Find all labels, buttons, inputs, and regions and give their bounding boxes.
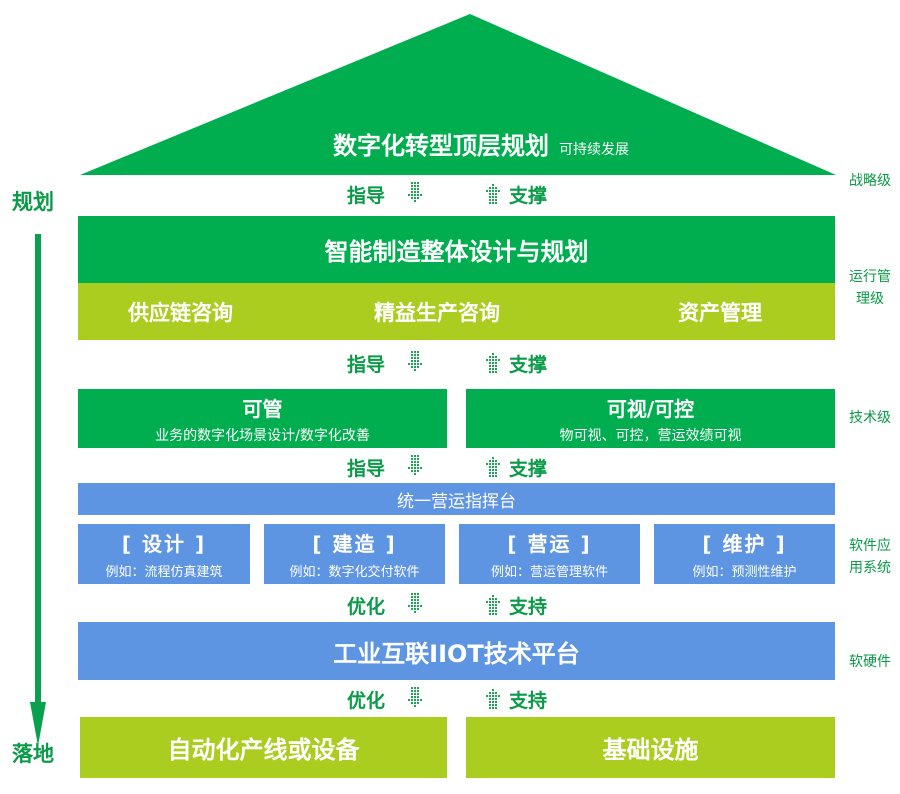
dotted-up-arrow-icon <box>485 352 501 374</box>
command-center-bar: 统一营运指挥台 <box>78 483 835 515</box>
connector-left-label: 指导 <box>347 353 386 376</box>
software-box-build: [ 建造 ] 例如：数字化交付软件 <box>264 524 445 584</box>
connector-left-label: 指导 <box>347 457 386 480</box>
connector-row: 优化 支持 <box>330 684 570 714</box>
software-box-desc: 例如：营运管理软件 <box>490 565 608 580</box>
foundation-box-title: 自动化产线或设备 <box>167 736 360 764</box>
tech-box-title: 可视/可控 <box>606 396 695 421</box>
foundation-box-infrastructure: 基础设施 <box>466 717 835 778</box>
dotted-up-arrow-icon <box>485 688 501 710</box>
roof-triangle <box>80 14 836 175</box>
software-box-title: [ 营运 ] <box>507 532 592 556</box>
connector-left-label: 指导 <box>347 184 386 207</box>
level-label-line: 运行管 <box>849 269 891 285</box>
tech-box-title: 可管 <box>242 396 283 421</box>
tech-box-manageable: 可管 业务的数字化场景设计/数字化改善 <box>78 389 447 448</box>
dotted-down-arrow-icon <box>407 592 423 614</box>
dotted-down-arrow-icon <box>407 350 423 372</box>
level-label-technology: 技术级 <box>849 410 891 426</box>
connector-row: 优化 支持 <box>330 590 570 620</box>
operations-items-row: 供应链咨询 精益生产咨询 资产管理 <box>78 283 835 340</box>
operations-title: 智能制造整体设计与规划 <box>324 238 589 266</box>
connector-right-label: 支撑 <box>509 184 548 207</box>
software-box-title: [ 设计 ] <box>121 532 207 556</box>
foundation-box-title: 基础设施 <box>602 736 699 764</box>
operations-item: 供应链咨询 <box>128 301 233 325</box>
level-label-strategy: 战略级 <box>849 173 891 189</box>
software-box-title: [ 建造 ] <box>312 532 397 556</box>
dotted-down-arrow-icon <box>407 181 423 203</box>
operations-item: 精益生产咨询 <box>374 301 500 325</box>
level-label-line: 软件应 <box>849 538 891 554</box>
tech-box-desc: 业务的数字化场景设计/数字化改善 <box>155 427 370 444</box>
left-label-implement: 落地 <box>12 742 54 766</box>
level-label-software: 软件应 用系统 <box>840 535 900 579</box>
connector-row: 指导 支撑 <box>330 452 570 482</box>
dotted-up-arrow-icon <box>485 456 501 478</box>
level-label-line: 用系统 <box>849 560 891 576</box>
command-center-title: 统一营运指挥台 <box>397 491 516 512</box>
tech-box-visible-controllable: 可视/可控 物可视、可控，营运效绩可视 <box>466 389 835 448</box>
software-box-operate: [ 营运 ] 例如：营运管理软件 <box>459 524 640 584</box>
level-label-hardware: 软硬件 <box>849 654 891 670</box>
software-box-desc: 例如：数字化交付软件 <box>289 565 420 580</box>
software-box-maintain: [ 维护 ] 例如：预测性维护 <box>654 524 835 584</box>
software-box-desc: 例如：流程仿真建筑 <box>105 565 223 580</box>
operations-item: 资产管理 <box>678 301 762 325</box>
connector-right-label: 支持 <box>509 689 548 712</box>
roof-subtitle: 可持续发展 <box>559 142 629 158</box>
iiot-platform-title: 工业互联IIOT技术平台 <box>333 639 580 668</box>
connector-left-label: 优化 <box>347 689 386 712</box>
operations-title-box: 智能制造整体设计与规划 <box>78 216 835 283</box>
left-label-plan: 规划 <box>12 190 54 214</box>
dotted-up-arrow-icon <box>485 594 501 616</box>
dotted-down-arrow-icon <box>407 454 423 476</box>
roof-title: 数字化转型顶层规划可持续发展 <box>333 126 629 161</box>
software-box-design: [ 设计 ] 例如：流程仿真建筑 <box>78 524 250 584</box>
connector-row: 指导 支撑 <box>330 348 570 378</box>
connector-right-label: 支撑 <box>509 457 548 480</box>
level-label-operations: 运行管 理级 <box>840 266 900 310</box>
connector-row: 指导 支撑 <box>330 179 570 209</box>
connector-right-label: 支持 <box>509 595 548 618</box>
software-box-title: [ 维护 ] <box>702 532 787 556</box>
level-label-line: 理级 <box>856 291 884 307</box>
foundation-box-automation: 自动化产线或设备 <box>80 717 447 778</box>
roof-title-text: 数字化转型顶层规划 <box>333 132 549 160</box>
software-box-desc: 例如：预测性维护 <box>692 565 797 580</box>
dotted-down-arrow-icon <box>407 686 423 708</box>
dotted-up-arrow-icon <box>485 183 501 205</box>
down-arrow-icon <box>30 234 46 746</box>
iiot-platform-bar: 工业互联IIOT技术平台 <box>78 622 835 680</box>
tech-box-desc: 物可视、可控，营运效绩可视 <box>559 427 742 444</box>
connector-right-label: 支撑 <box>509 353 548 376</box>
connector-left-label: 优化 <box>347 595 386 618</box>
